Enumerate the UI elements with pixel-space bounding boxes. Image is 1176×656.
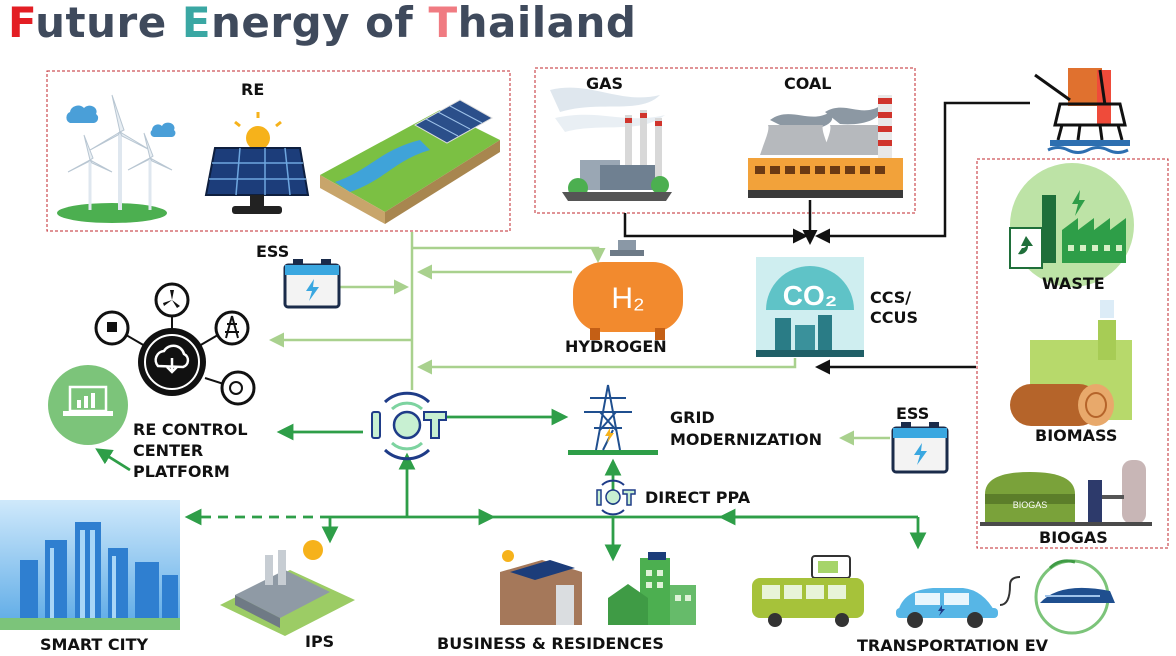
direct-ppa-label: DIRECT PPA	[645, 488, 751, 507]
ess-top-label: ESS	[256, 242, 290, 261]
title-part: E	[181, 0, 212, 47]
recycle-icon	[1009, 227, 1043, 269]
bus-icon	[752, 555, 864, 627]
gas-plant-icon	[550, 87, 672, 201]
battery-icon	[283, 259, 341, 309]
biogas-tank-label: BIOGAS	[1013, 500, 1048, 510]
ips-label: IPS	[305, 632, 335, 651]
ccs-label-line2: CCUS	[870, 308, 918, 327]
biogas-tank-icon	[980, 460, 1152, 526]
bio-frame	[976, 158, 1169, 549]
coal-plant-icon	[748, 95, 903, 198]
train-icon	[1034, 559, 1115, 635]
biomass-log-icon	[1010, 300, 1132, 426]
solar-panel-icon	[204, 112, 310, 214]
business-label: BUSINESS & RESIDENCES	[437, 634, 664, 653]
title-part: hailand	[457, 0, 637, 47]
transmission-tower-icon	[568, 384, 658, 455]
oil-rig-icon	[1034, 68, 1130, 154]
title-part: T	[428, 0, 458, 47]
battery-icon	[891, 422, 949, 474]
factory-icon	[220, 540, 355, 636]
title-part: uture	[35, 0, 182, 47]
iot-icon	[596, 479, 636, 516]
fossil-frame	[534, 67, 916, 214]
h2-symbol: H₂	[611, 282, 644, 315]
biogas-label: BIOGAS	[1039, 528, 1108, 547]
coal-label: COAL	[784, 74, 832, 93]
co2-symbol: CO₂	[783, 280, 837, 311]
biomass-label: BIOMASS	[1035, 426, 1118, 445]
ess-right-label: ESS	[896, 404, 930, 423]
ev-car-icon	[896, 576, 1021, 628]
control-hub-icon	[94, 282, 256, 406]
waste-label: WASTE	[1042, 274, 1105, 293]
re-control-label-line1: RE CONTROL	[133, 420, 248, 439]
grid-label-line2: MODERNIZATION	[670, 430, 822, 449]
smart-city-icon	[0, 500, 180, 630]
ccs-label-line1: CCS/	[870, 288, 912, 307]
hydrogen-tank-icon	[573, 240, 683, 340]
wind-turbine-icon	[57, 94, 173, 223]
smart-city-label: SMART CITY	[40, 635, 149, 654]
hydro-dam-icon	[320, 99, 500, 224]
iot-icon	[371, 391, 447, 461]
hydrogen-label: HYDROGEN	[565, 337, 667, 356]
re-control-label-line2: CENTER	[133, 441, 204, 460]
page-title: Future Energy of Thailand	[8, 0, 636, 47]
re-frame	[46, 70, 511, 232]
re-control-label-line3: PLATFORM	[133, 462, 230, 481]
building-icon	[608, 552, 696, 625]
re-label: RE	[241, 80, 265, 99]
transport-label: TRANSPORTATION EV	[857, 636, 1049, 655]
laptop-chart-icon	[48, 365, 128, 445]
house-icon	[500, 550, 582, 625]
grid-label-line1: GRID	[670, 408, 715, 427]
title-part: nergy of	[211, 0, 429, 47]
cloud-icon	[150, 122, 176, 137]
title-part: F	[8, 0, 36, 47]
co2-capture-icon	[756, 257, 864, 357]
gas-label: GAS	[586, 74, 624, 93]
